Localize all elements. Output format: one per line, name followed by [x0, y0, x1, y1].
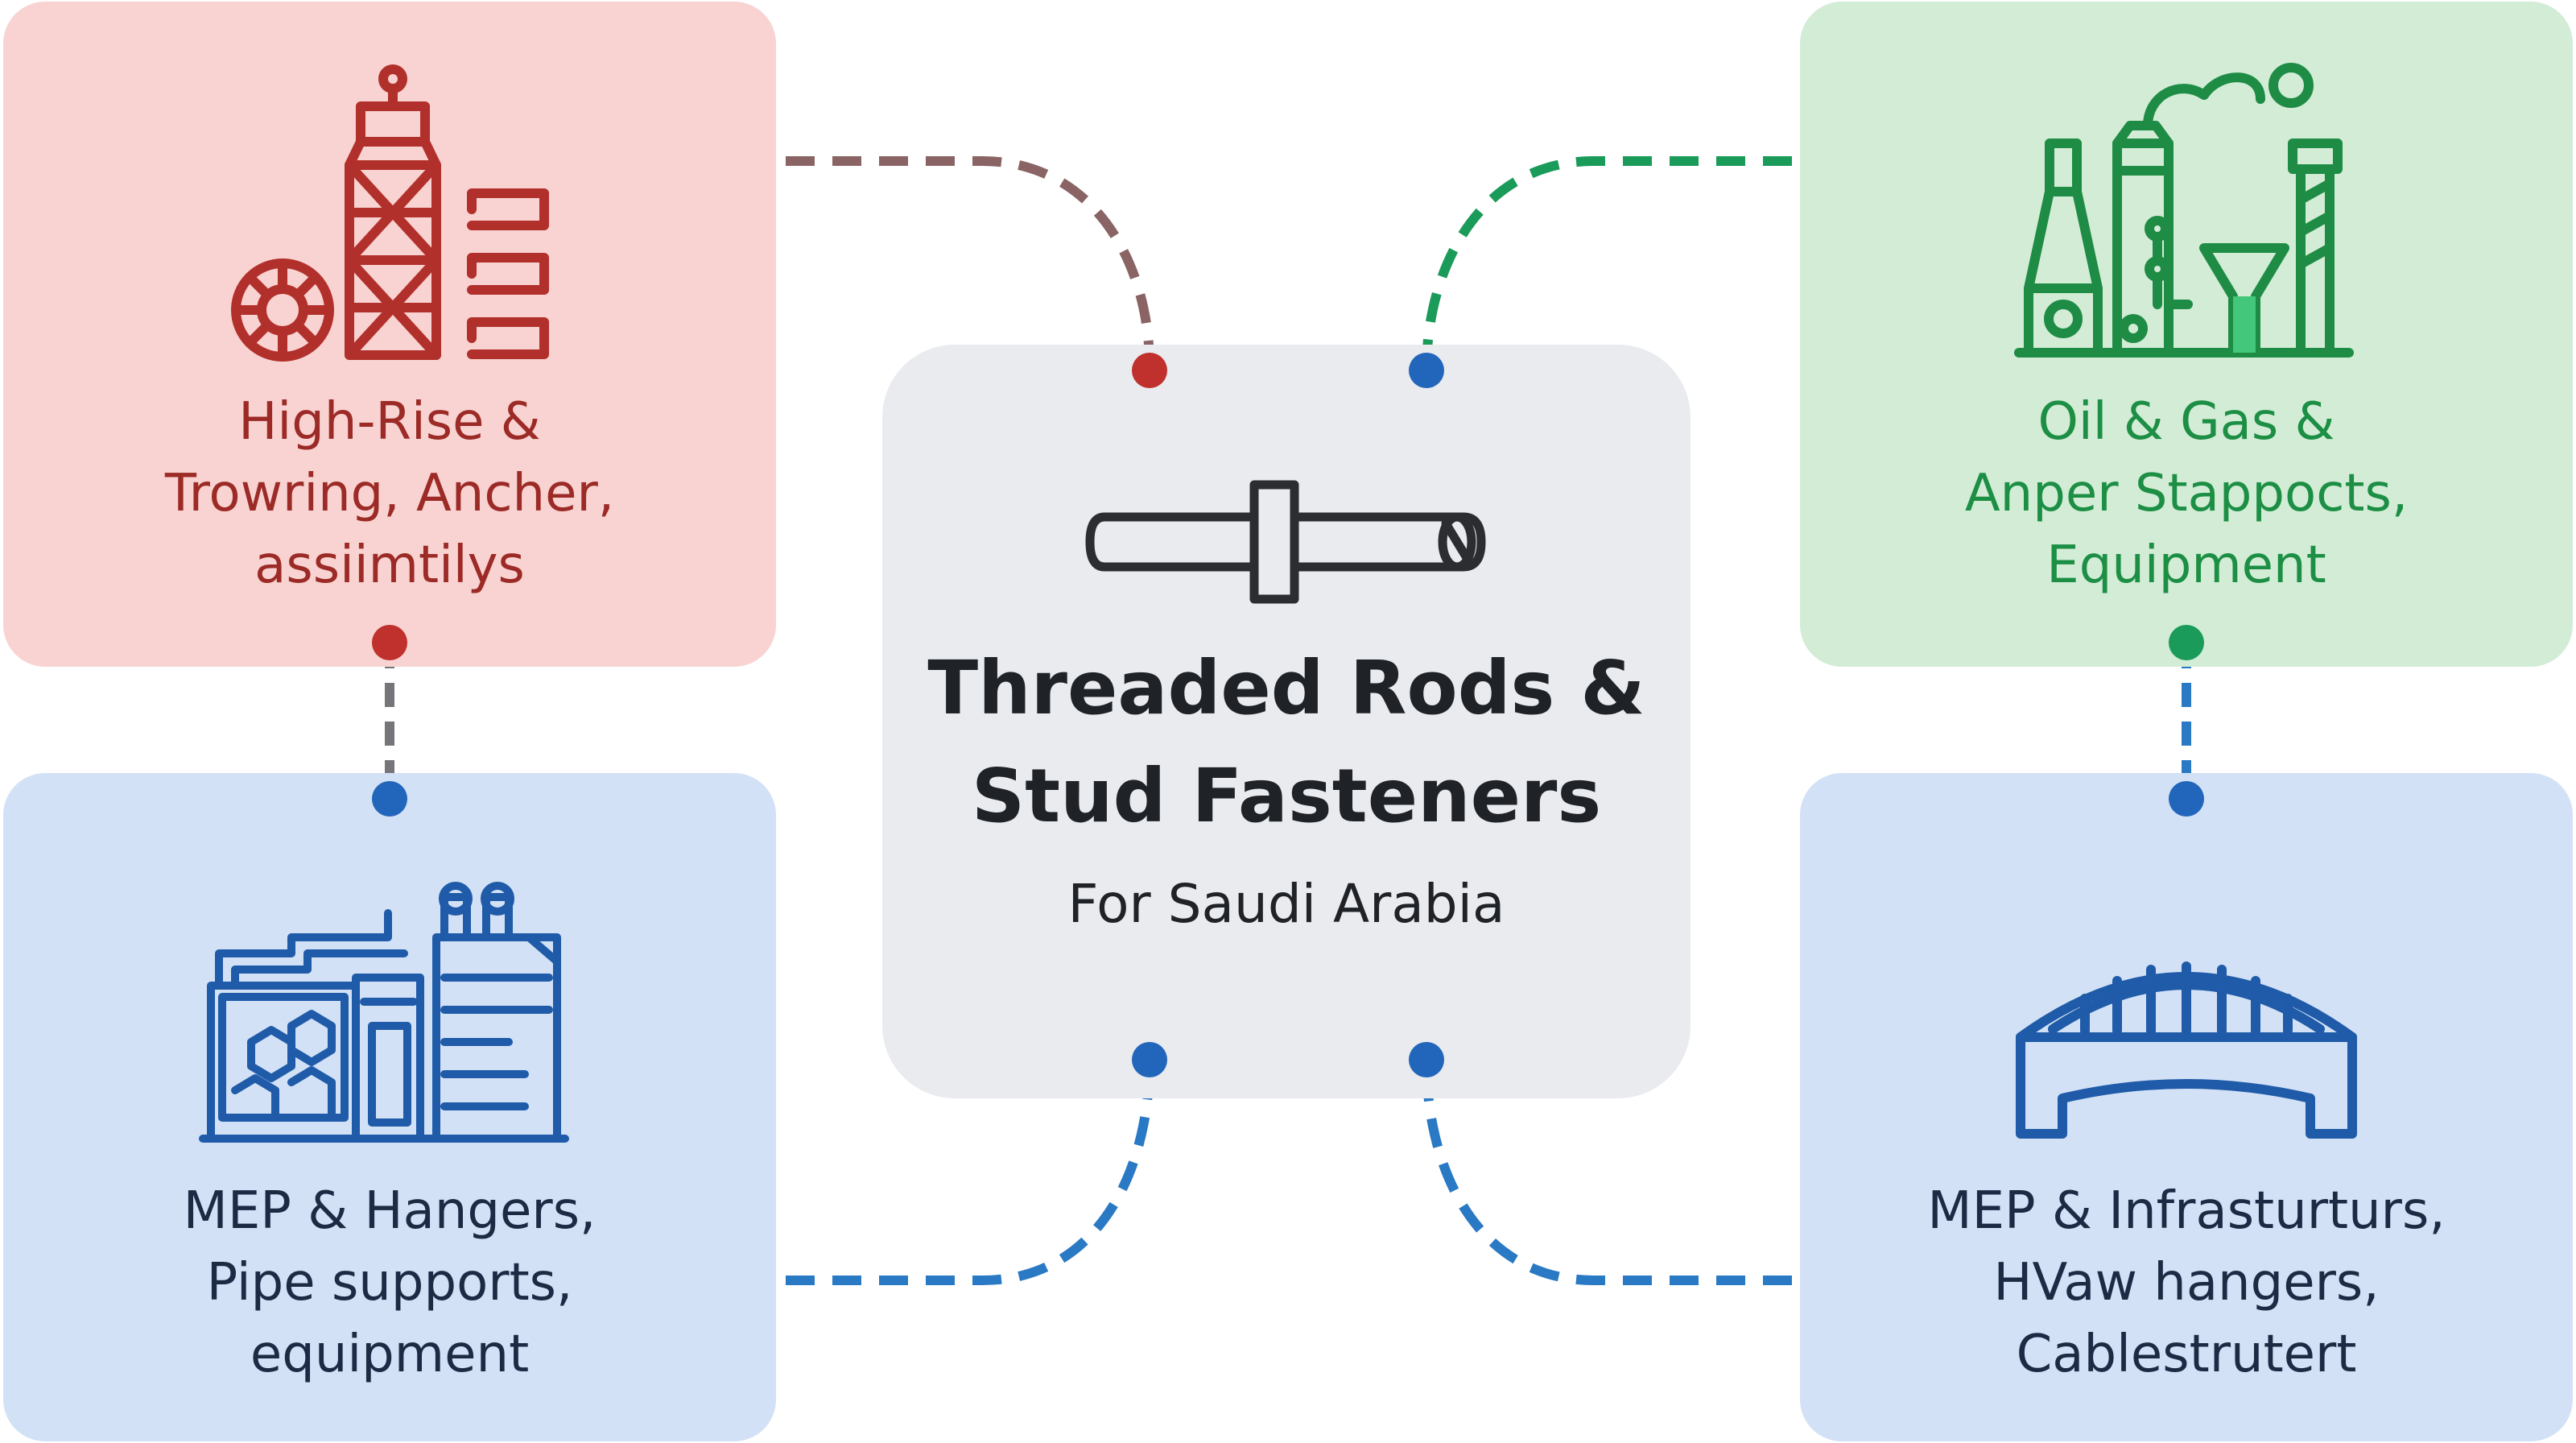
high-rise-label: High-Rise & Trowring, Ancher, assiimtily… — [3, 387, 776, 602]
connector-high-rise-to-center — [786, 156, 1155, 371]
oil-gas-label: Oil & Gas & Anper Stappocts, Equipment — [1800, 387, 2573, 602]
mep-infra-card: MEP & Infrasturturs, HVaw hangers, Cable… — [1800, 773, 2573, 1441]
center-title-line-2: Stud Fasteners — [971, 753, 1602, 839]
mep-hangers-label-line-2: Pipe supports, — [206, 1253, 573, 1313]
dot-high-rise-bottom — [372, 625, 407, 660]
mep-hangers-label-line-1: MEP & Hangers, — [183, 1181, 597, 1241]
mep-infra-label-line-3: Cablestrutert — [2016, 1325, 2357, 1384]
mep-infra-label-line-1: MEP & Infrasturturs, — [1927, 1181, 2446, 1241]
dot-mep-infra-top — [2169, 781, 2204, 817]
oil-gas-card: Oil & Gas & Anper Stappocts, Equipment — [1800, 2, 2573, 667]
high-rise-card: High-Rise & Trowring, Ancher, assiimtily… — [3, 2, 776, 667]
threaded-rod-icon — [1085, 480, 1486, 604]
oil-gas-label-line-2: Anper Stappocts, — [1964, 464, 2409, 523]
mep-infra-label: MEP & Infrasturturs, HVaw hangers, Cable… — [1800, 1176, 2573, 1391]
dot-center-bottom-right — [1409, 1042, 1444, 1077]
dot-center-bottom-left — [1132, 1042, 1167, 1077]
mep-infra-label-line-2: HVaw hangers, — [1993, 1253, 2380, 1313]
dot-center-top-left — [1132, 353, 1167, 388]
connector-mep-hangers-to-center — [786, 1059, 1154, 1285]
connector-mep-infra-to-center — [1422, 1059, 1792, 1285]
dot-oil-gas-bottom — [2169, 625, 2204, 660]
refinery-icon — [2014, 63, 2354, 358]
mep-hangers-label-line-3: equipment — [250, 1325, 530, 1384]
oil-gas-label-line-1: Oil & Gas & — [2037, 392, 2335, 452]
center-title-line-1: Threaded Rods & — [927, 645, 1645, 731]
center-card: Threaded Rods & Stud Fasteners For Saudi… — [882, 345, 1690, 1098]
connector-oil-gas-to-center — [1422, 156, 1792, 371]
high-rise-label-line-1: High-Rise & — [238, 392, 541, 452]
center-subtitle: For Saudi Arabia — [1067, 873, 1505, 935]
center-title: Threaded Rods & Stud Fasteners — [882, 635, 1690, 850]
dot-center-top-right — [1409, 353, 1444, 388]
high-rise-label-line-2: Trowring, Ancher, — [164, 464, 615, 523]
high-rise-label-line-3: assiimtilys — [254, 535, 525, 595]
oil-gas-label-line-3: Equipment — [2046, 535, 2326, 595]
bridge-icon — [2016, 961, 2357, 1139]
dot-mep-hangers-top — [372, 781, 407, 817]
mep-hangers-label: MEP & Hangers, Pipe supports, equipment — [3, 1176, 776, 1391]
mep-hangers-card: MEP & Hangers, Pipe supports, equipment — [3, 773, 776, 1441]
tower-crane-icon — [231, 64, 549, 362]
industrial-plant-icon — [199, 882, 569, 1143]
